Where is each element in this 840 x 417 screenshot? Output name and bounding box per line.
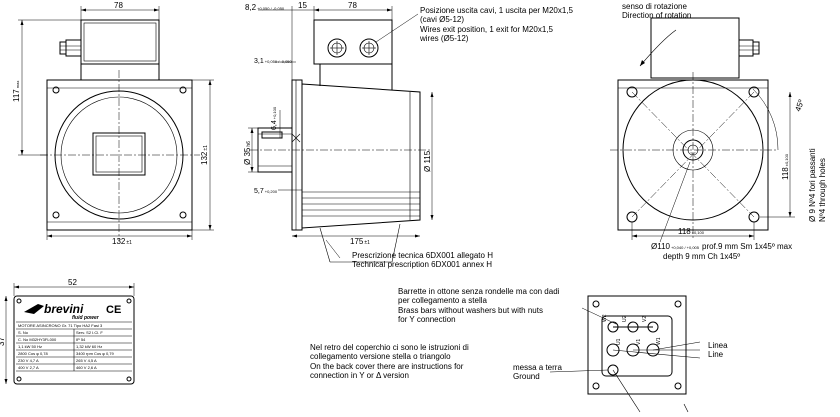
rear-dim-118-horizontal: 118±0,100 xyxy=(678,227,705,236)
terminal-w1: W1 xyxy=(656,337,662,345)
cable-gland-front xyxy=(59,39,82,57)
bars-note-en-1: Brass bars without washers but with nuts xyxy=(398,306,543,315)
cover-note-en-1: On the back cover there are instructions… xyxy=(310,362,464,371)
terminal-v1: V1 xyxy=(636,339,642,345)
nameplate-row2b: Serv. S2 I.Cl. F xyxy=(76,330,103,335)
side-dim-15: 15 xyxy=(298,1,307,10)
front-dim-78: 78 xyxy=(114,1,123,10)
cover-note-it-1: Nel retro del coperchio ci sono le istru… xyxy=(310,343,469,352)
side-dim-8-2: 8,2+0,050 / -0,050 xyxy=(245,3,285,12)
side-dim-5-7: 5,7+0,200 xyxy=(254,188,278,195)
cable-note-en-2: wires (Ø5-12) xyxy=(419,34,469,43)
front-dim-132-horizontal: 132±1 xyxy=(112,237,132,246)
front-dim-132-vertical: 132±1 xyxy=(200,145,209,165)
line-en: Line xyxy=(708,350,724,359)
cable-note-it-2: (cavi Ø5-12) xyxy=(420,15,464,24)
nameplate: 52 37 brevini fluid power CE MOTORE ASIN… xyxy=(0,278,135,385)
nameplate-row6b: 265 V 4,5 A xyxy=(76,358,97,363)
terminal-u2: U2 xyxy=(622,315,628,322)
front-view: 78 117max 132±1 132±1 xyxy=(12,1,214,246)
cover-note-it-2: collegamento versione stella o triangolo xyxy=(310,352,451,361)
nameplate-dim-37: 37 xyxy=(0,337,6,346)
side-dim-115: Ø 115 xyxy=(423,150,432,172)
nameplate-row3a: C. No M32HY3FL000 xyxy=(18,337,57,342)
side-dim-6-4: 6,4+0,100 xyxy=(271,106,278,130)
nameplate-row4b: 1,32 kW 60 Hz xyxy=(76,344,102,349)
bars-note-en-2: for Y connection xyxy=(398,315,456,324)
nameplate-row5b: 3400 rpm Cos φ 0,79 xyxy=(76,351,115,356)
rear-view: senso di rotazione Direction of rotation… xyxy=(610,2,827,261)
front-dim-117: 117max xyxy=(12,81,21,102)
nameplate-row4a: 1,1 kW 50 Hz xyxy=(18,344,42,349)
rotation-en: Direction of rotation xyxy=(622,11,691,20)
angle-45: 45º xyxy=(793,98,806,112)
prescription-en: Technical prescription 6DX001 annex H xyxy=(352,260,492,269)
holes-note-it: Ø 9 Nº4 fori passanti xyxy=(808,148,817,222)
nameplate-dim-52: 52 xyxy=(68,278,77,287)
ground-it: messa a terra xyxy=(513,363,562,372)
ground-en: Ground xyxy=(513,372,540,381)
side-dim-35: Ø 35h6 xyxy=(243,141,252,165)
cable-note-en-1: Wires exit position, 1 exit for M20x1,5 xyxy=(420,25,553,34)
nameplate-row6a: 230 V 4,7 A xyxy=(18,358,39,363)
holes-note-en: Nº4 through holes xyxy=(818,158,827,222)
nameplate-row1: MOTORE ASINCRONO Gr. 71 Tipo HA2 Fasi 3 xyxy=(18,323,103,328)
terminal-u1: U1 xyxy=(616,338,622,345)
side-dim-78: 78 xyxy=(348,1,357,10)
rear-dim-118-vertical: 118±0,100 xyxy=(781,153,790,180)
nameplate-row2a: S. No xyxy=(18,330,29,335)
line-it: Linea xyxy=(708,341,728,350)
side-view: 8,2+0,050 / -0,050 15 78 3,1+0,050 / -0,… xyxy=(243,1,574,269)
terminal-board: W2 U2 V2 U1 V1 W1 Barrette in ottone sen… xyxy=(310,287,728,413)
brevini-logo-mark xyxy=(24,304,44,314)
ce-mark: CE xyxy=(106,304,121,316)
nameplate-row7a: 400 V 2,7 A xyxy=(18,365,39,370)
side-dim-3-1: 3,1+0,050 / -0,050 xyxy=(254,58,293,65)
prescription-it: Prescrizione tecnica 6DX001 allegato H xyxy=(352,251,493,260)
nameplate-row7b: 460 V 2,6 A xyxy=(76,365,97,370)
side-dim-175: 175±1 xyxy=(350,237,370,246)
bars-note-it-2: per collegamento a stella xyxy=(398,296,487,305)
cover-note-en-2: connection in Y or Δ version xyxy=(310,371,409,380)
bars-note-it-1: Barrette in ottone senza rondelle ma con… xyxy=(398,287,560,296)
brand-sub: fluid power xyxy=(72,315,100,321)
terminal-v2: V2 xyxy=(642,316,648,322)
terminal-w2: W2 xyxy=(602,314,608,322)
brand-name: brevini xyxy=(44,302,84,316)
spigot-depth: depth 9 mm Ch 1x45º xyxy=(663,252,740,261)
nameplate-row5a: 2800 Cos φ 0,78 xyxy=(18,351,49,356)
cable-note-it-1: Posizione uscita cavi, 1 uscita per M20x… xyxy=(420,6,574,15)
nameplate-row3b: IP 54 xyxy=(76,337,86,342)
rotation-it: senso di rotazione xyxy=(622,2,687,11)
